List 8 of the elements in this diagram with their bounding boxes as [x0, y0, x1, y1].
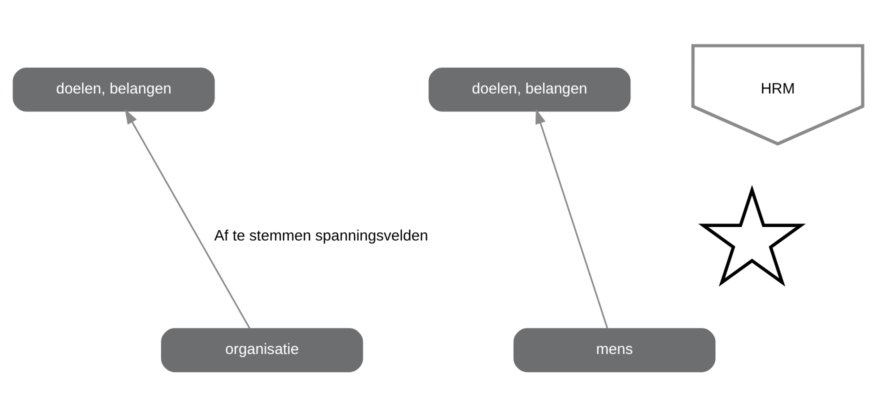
node-box: doelen, belangen	[428, 68, 630, 112]
node-box: mens	[512, 328, 715, 372]
node-box: doelen, belangen	[12, 68, 214, 112]
node-star	[698, 184, 806, 287]
node-box: organisatie	[160, 328, 363, 372]
arrow	[535, 108, 608, 329]
label: Af te stemmen spanningsvelden	[214, 227, 428, 244]
arrow	[124, 109, 250, 329]
